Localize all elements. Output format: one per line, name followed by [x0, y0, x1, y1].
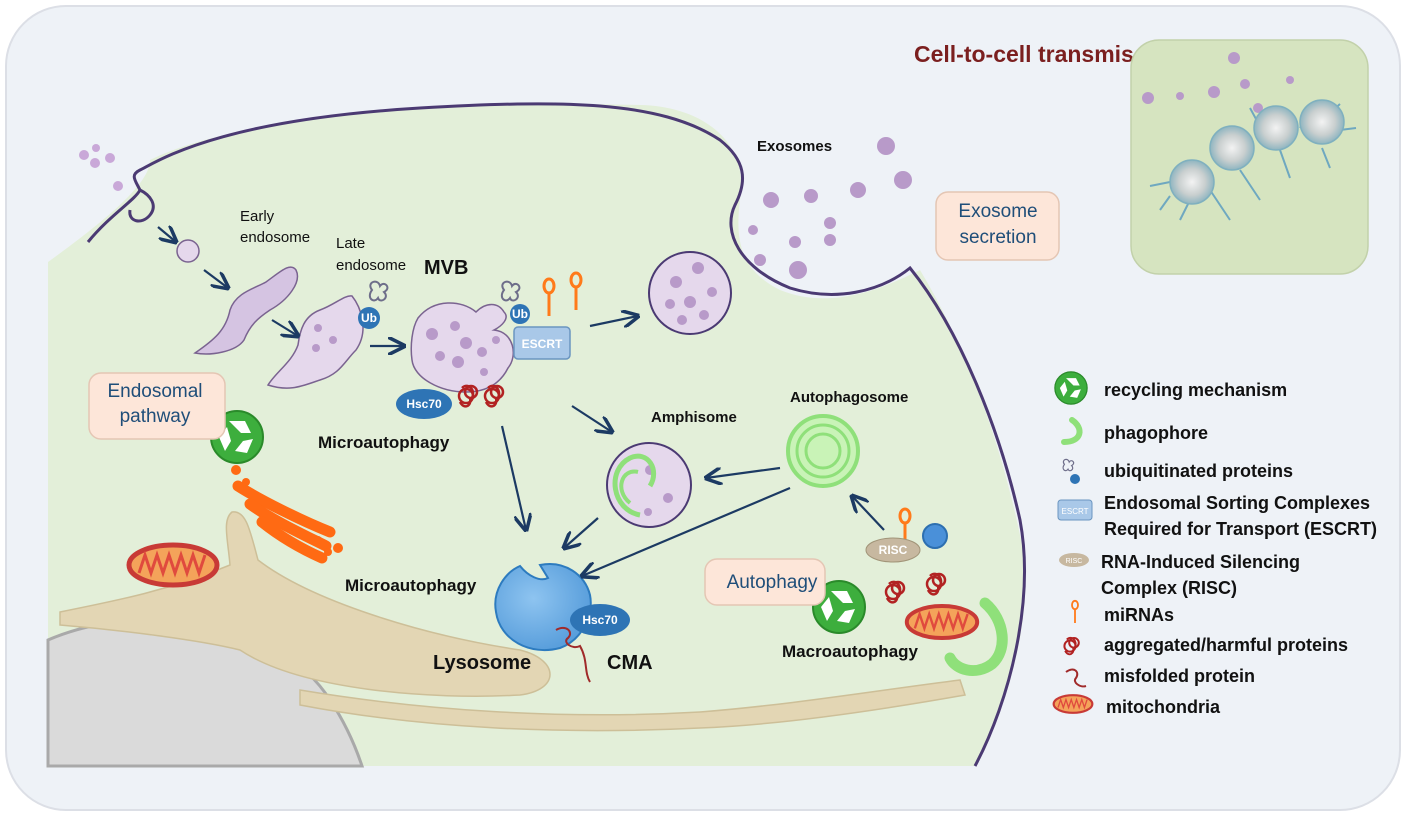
legend-item-phagophore: phagophore [1061, 417, 1208, 445]
svg-text:Hsc70: Hsc70 [406, 397, 442, 411]
label-mvb: MVB [424, 257, 468, 279]
incoming-particles [79, 144, 123, 191]
svg-text:RISC: RISC [879, 543, 908, 557]
legend-item-escrt: ESCRT Endosomal Sorting Complexes Requir… [1057, 493, 1377, 539]
label-late-endosome-1: Late [336, 235, 365, 252]
label-exosomes: Exosomes [757, 138, 832, 155]
ub-tag-2: Ub [510, 304, 530, 324]
svg-text:Endosomal: Endosomal [107, 381, 202, 402]
golgi [231, 465, 343, 564]
hsc70-tag-top: Hsc70 [396, 389, 452, 419]
endosomal-pathway-box: Endosomal pathway [88, 372, 226, 440]
svg-text:phagophore: phagophore [1104, 423, 1208, 443]
phagophore [944, 597, 1008, 677]
svg-text:ubiquitinated proteins: ubiquitinated proteins [1104, 461, 1293, 481]
legend-item-mitochondria: mitochondria [1052, 694, 1221, 717]
risc-icon [1059, 553, 1089, 567]
svg-text:pathway: pathway [120, 406, 191, 427]
legend: recycling mechanism phagophore ubiquitin… [1052, 371, 1377, 717]
svg-text:aggregated/harmful proteins: aggregated/harmful proteins [1104, 635, 1348, 655]
misfolded-protein-icon [1065, 668, 1087, 688]
label-macroautophagy: Macroautophagy [782, 642, 919, 661]
svg-text:Ub: Ub [512, 307, 528, 321]
svg-text:Required for Transport (ESCRT): Required for Transport (ESCRT) [1104, 519, 1377, 539]
svg-text:ESCRT: ESCRT [522, 337, 563, 351]
hsc70-tag-bottom: Hsc70 [570, 604, 630, 636]
svg-text:Complex (RISC): Complex (RISC) [1101, 578, 1237, 598]
label-microautophagy-top: Microautophagy [318, 433, 450, 452]
label-cma: CMA [607, 652, 653, 674]
legend-item-aggregated: aggregated/harmful proteins [1063, 635, 1348, 656]
early-endosome [193, 266, 299, 355]
amphisome-inner [612, 453, 673, 518]
mvb-dots [426, 321, 500, 376]
cell-to-cell-inset [1130, 39, 1369, 275]
risc-ball [922, 523, 948, 549]
phagophore-icon [1061, 417, 1083, 445]
svg-text:Autophagy: Autophagy [727, 572, 818, 593]
label-autophagosome: Autophagosome [790, 389, 908, 406]
svg-text:ESCRT: ESCRT [1062, 507, 1089, 516]
label-microautophagy-bottom: Microautophagy [345, 576, 477, 595]
mitochondrion-left [129, 545, 217, 585]
svg-text:secretion: secretion [959, 227, 1036, 248]
recycling-icon [1054, 371, 1088, 405]
legend-item-mirnas: miRNAs [1071, 599, 1174, 625]
svg-text:miRNAs: miRNAs [1104, 605, 1174, 625]
label-late-endosome-2: endosome [336, 257, 406, 274]
mitochondrion-right [907, 606, 977, 638]
exosomes [748, 137, 912, 279]
late-endosome [266, 295, 364, 389]
escrt-tag: ESCRT [513, 326, 571, 360]
legend-item-misfolded: misfolded protein [1065, 666, 1255, 688]
svg-text:recycling mechanism: recycling mechanism [1104, 380, 1287, 400]
misfolded-protein [555, 626, 591, 683]
label-amphisome: Amphisome [651, 409, 737, 426]
legend-item-risc: RISC RNA-Induced Silencing Complex (RISC… [1059, 552, 1300, 598]
svg-text:misfolded protein: misfolded protein [1104, 666, 1255, 686]
endocytosis-notch [128, 188, 155, 223]
svg-text:RNA-Induced Silencing: RNA-Induced Silencing [1101, 552, 1300, 572]
endoplasmic-reticulum [59, 511, 966, 732]
exosome-vesicle [648, 251, 732, 335]
autophagosome [786, 414, 860, 488]
ub-tag-1: Ub [358, 307, 380, 329]
label-early-endosome-1: Early [240, 208, 275, 225]
label-lysosome: Lysosome [433, 652, 531, 674]
early-vesicle [176, 239, 200, 263]
late-endosome-dots [312, 324, 337, 352]
escrt-icon [1057, 499, 1093, 521]
svg-text:mitochondria: mitochondria [1106, 697, 1221, 717]
exosome-vesicle-dots [665, 262, 717, 325]
legend-item-recycling: recycling mechanism [1054, 371, 1287, 405]
svg-text:Endosomal Sorting Complexes: Endosomal Sorting Complexes [1104, 493, 1370, 513]
svg-text:Exosome: Exosome [958, 201, 1037, 222]
svg-text:Hsc70: Hsc70 [582, 613, 618, 627]
autophagy-box: Autophagy [704, 558, 826, 606]
legend-item-ubiquitinated: ubiquitinated proteins [1062, 458, 1293, 484]
arrows [157, 227, 885, 576]
exosome-secretion-box: Exosome secretion [935, 191, 1060, 261]
mitochondria-icon [1052, 694, 1094, 714]
svg-text:RISC: RISC [1066, 558, 1083, 565]
cell-membrane [86, 102, 1026, 767]
svg-text:Ub: Ub [361, 311, 377, 325]
risc-tag: RISC [865, 537, 921, 563]
label-early-endosome-2: endosome [240, 229, 310, 246]
